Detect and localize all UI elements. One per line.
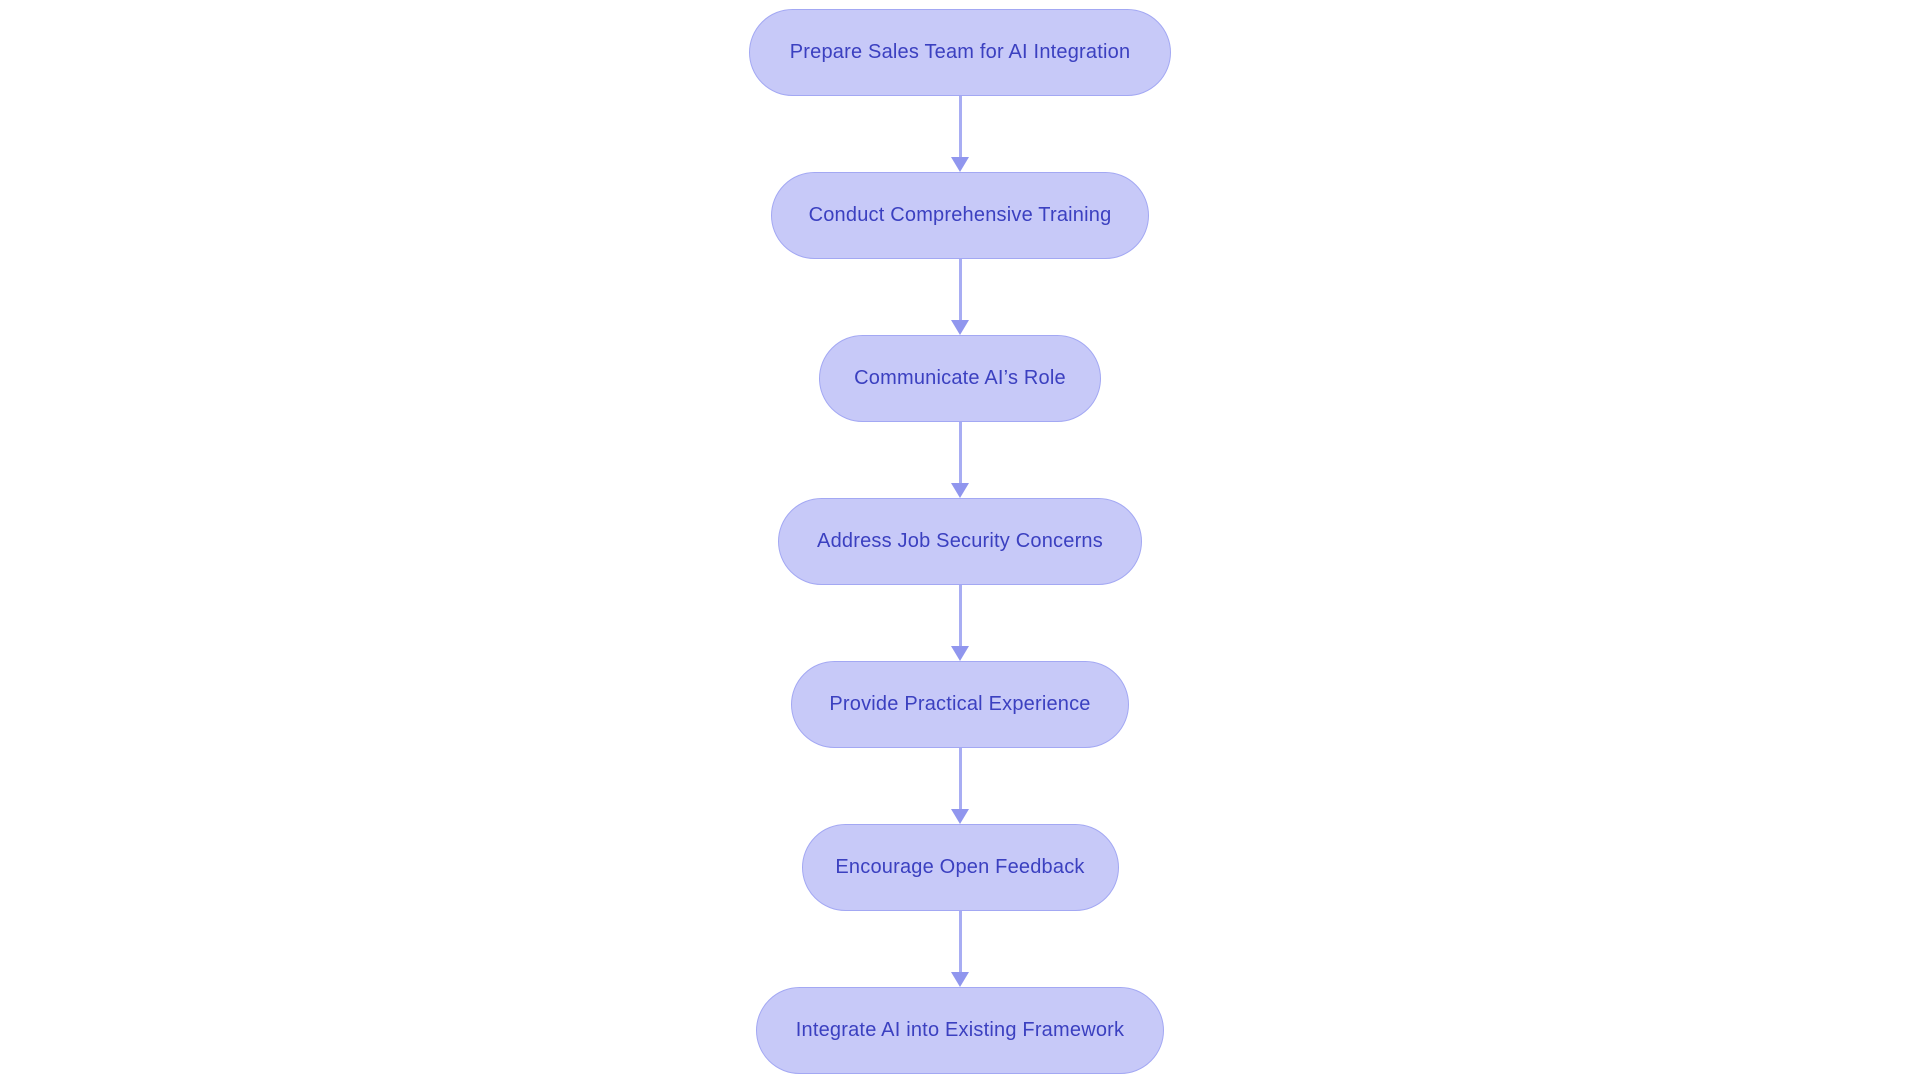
node-label: Provide Practical Experience <box>829 693 1091 715</box>
node-label: Conduct Comprehensive Training <box>808 204 1112 226</box>
arrow-stem <box>958 96 962 157</box>
arrow-down-icon <box>951 972 969 987</box>
flow-node-communicate-ai-role: Communicate AI’s Role <box>819 335 1101 422</box>
arrow-stem <box>958 748 962 809</box>
flow-node-practical-experience: Provide Practical Experience <box>791 661 1129 748</box>
node-label: Integrate AI into Existing Framework <box>795 1019 1125 1041</box>
edge-connector-1-2 <box>948 96 972 172</box>
edge-connector-5-6 <box>948 748 972 824</box>
flow-node-conduct-training: Conduct Comprehensive Training <box>771 172 1149 259</box>
arrow-down-icon <box>951 646 969 661</box>
arrow-stem <box>958 422 962 483</box>
arrow-down-icon <box>951 809 969 824</box>
arrow-stem <box>958 259 962 320</box>
edge-connector-4-5 <box>948 585 972 661</box>
arrow-down-icon <box>951 157 969 172</box>
node-label: Address Job Security Concerns <box>817 530 1103 552</box>
edge-connector-2-3 <box>948 259 972 335</box>
node-label: Encourage Open Feedback <box>835 856 1085 878</box>
flow-node-prepare-sales-team: Prepare Sales Team for AI Integration <box>749 9 1171 96</box>
arrow-stem <box>958 911 962 972</box>
flow-node-open-feedback: Encourage Open Feedback <box>801 824 1119 911</box>
edge-connector-3-4 <box>948 422 972 498</box>
flow-node-integrate-ai-framework: Integrate AI into Existing Framework <box>756 987 1164 1074</box>
node-label: Communicate AI’s Role <box>854 367 1066 389</box>
arrow-down-icon <box>951 483 969 498</box>
node-label: Prepare Sales Team for AI Integration <box>789 41 1131 63</box>
edge-connector-6-7 <box>948 911 972 987</box>
arrow-down-icon <box>951 320 969 335</box>
arrow-stem <box>958 585 962 646</box>
flow-node-address-job-security: Address Job Security Concerns <box>778 498 1142 585</box>
